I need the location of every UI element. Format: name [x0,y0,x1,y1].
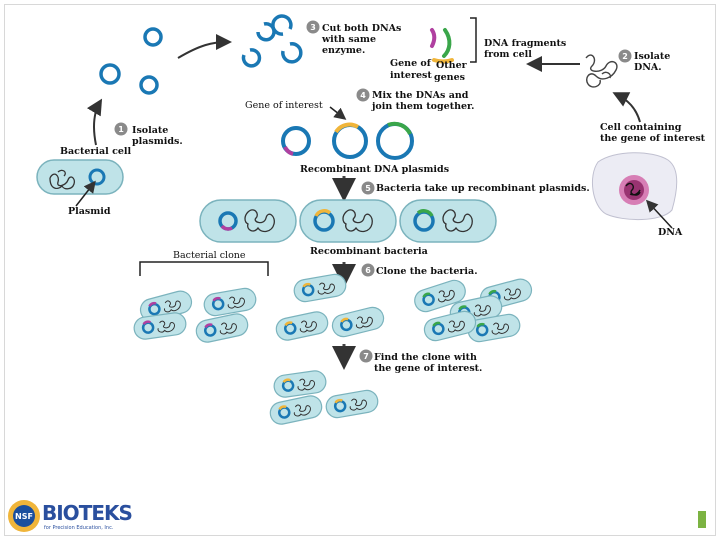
cloned-bacterium [273,370,327,398]
label-step4: Mix the DNAs and join them together. [372,90,475,112]
label-step6: Clone the bacteria. [376,266,478,277]
step-badge-3: 3 [306,20,320,34]
plasmid-pointer [75,180,96,207]
recombinant-plasmids [281,121,414,160]
slide-frame [4,4,716,536]
label-interest: interest [390,70,432,81]
label-bacterial-clone: Bacterial clone [173,250,246,261]
label-recombinant-plasmids: Recombinant DNA plasmids [300,164,450,175]
arrow-cell-to-plasmids [86,98,103,146]
cloned-bacterium [293,273,347,303]
label-dna: DNA [658,227,683,238]
label-step3: Cut both DNAs with same enzyme. [322,23,402,56]
step-badge-1: 1 [114,122,128,136]
free-plasmids [99,27,163,95]
cloned-bacterium [203,287,257,317]
logo-tagline: for Precision Education, Inc. [44,525,114,531]
arrow-plasmids-to-cut [177,34,232,59]
bacterial-cell [36,159,124,195]
isolated-dna [585,54,618,88]
cloned-bacterium [275,311,329,341]
svg-text:2: 2 [622,52,628,61]
nsf-emblem-icon: NSF [8,500,40,532]
label-cell-containing: Cell containing the gene of interest [600,122,706,144]
label-step1: Isolate plasmids. [132,125,183,147]
label-plasmid: Plasmid [68,206,111,217]
fragments-bracket [470,17,477,63]
step-badge-7: 7 [359,349,373,363]
transformed-bacteria [199,199,497,243]
label-fragments: DNA fragments from cell [484,38,567,60]
label-bacterial-cell: Bacterial cell [60,146,132,157]
arrow-gene-of-interest [329,106,347,120]
svg-text:4: 4 [360,91,366,100]
cloned-bacterium [467,313,521,343]
gene-fragments [430,28,454,64]
svg-text:7: 7 [363,352,369,361]
accent-bar [698,511,706,528]
step-badge-6: 6 [361,263,375,277]
svg-text:NSF: NSF [15,512,33,521]
arrow-cell-to-dna [612,92,641,123]
cloned-bacterium [325,389,379,419]
svg-text:5: 5 [365,184,371,193]
label-recombinant-bacteria: Recombinant bacteria [310,246,428,257]
label-step7: Find the clone with the gene of interest… [374,352,483,374]
cloned-bacterium [269,395,323,425]
dna-pointer [645,199,673,229]
label-gene-of-interest: Gene of interest [245,100,323,111]
cloned-bacterium [423,310,477,342]
step-badge-2: 2 [618,49,632,63]
cloned-bacterium [195,313,249,343]
clone-bracket [139,261,269,276]
cloned-bacterium [331,306,385,338]
step-badge-5: 5 [361,181,375,195]
step-badge-4: 4 [356,88,370,102]
label-step5: Bacteria take up recombinant plasmids. [376,183,590,194]
cloned-bacterium [133,312,187,340]
label-gene-of: Gene of [390,58,431,69]
label-other: Other [436,60,467,71]
svg-text:3: 3 [310,23,316,32]
svg-text:1: 1 [118,125,124,134]
label-step2: Isolate DNA. [634,51,671,73]
bioteks-logo: NSF BIOTEKS for Precision Education, Inc… [4,498,133,534]
logo-wordmark: BIOTEKS [42,501,133,525]
cloned-bacterium [414,279,466,313]
cut-plasmids [241,14,303,68]
label-genes: genes [434,72,465,83]
svg-text:6: 6 [365,266,371,275]
